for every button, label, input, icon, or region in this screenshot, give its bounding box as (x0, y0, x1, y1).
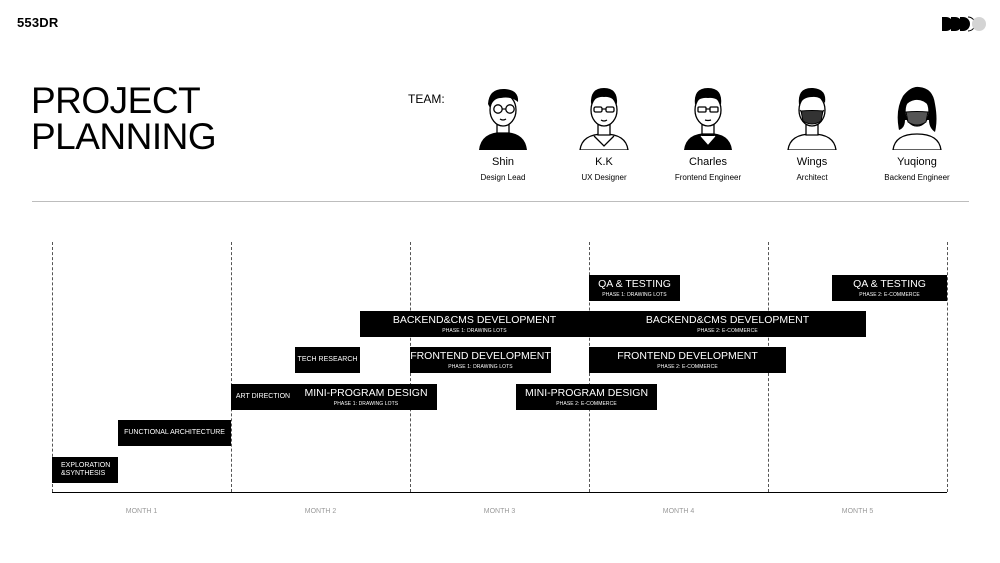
task-title: FRONTEND DEVELOPMENT (410, 349, 551, 362)
task-bar[interactable]: QA & TESTING PHASE 1: DRAWING LOTS (589, 275, 680, 301)
team-member-charles: Charles Frontend Engineer (653, 80, 763, 182)
avatar-shin-icon (479, 88, 527, 150)
member-role: Backend Engineer (884, 173, 950, 182)
task-title: MINI-PROGRAM DESIGN (304, 386, 428, 399)
avatar-wings-icon (787, 87, 837, 150)
brand-logo-icon (942, 16, 986, 32)
task-phase: PHASE 2: E-COMMERCE (657, 364, 718, 371)
timeline-baseline (52, 492, 947, 493)
month-label: MONTH 3 (483, 508, 516, 515)
task-bar[interactable]: FRONTEND DEVELOPMENT PHASE 2: E-COMMERCE (589, 347, 786, 373)
page-title: PROJECT PLANNING (31, 80, 217, 157)
month-label: MONTH 4 (662, 508, 695, 515)
task-phase: PHASE 1: DRAWING LOTS (448, 364, 513, 371)
member-role: Frontend Engineer (674, 173, 742, 182)
month-label: MONTH 5 (841, 508, 874, 515)
avatar-charles-icon (684, 88, 732, 150)
section-divider (32, 201, 969, 202)
member-name: Charles (689, 156, 727, 168)
brand-name: 553DR (17, 15, 59, 30)
month-divider-line (52, 242, 53, 492)
task-title: BACKEND&CMS DEVELOPMENT (392, 313, 557, 326)
task-phase: PHASE 2: E-COMMERCE (697, 328, 758, 335)
month-label: MONTH 1 (125, 508, 158, 515)
task-bar[interactable]: BACKEND&CMS DEVELOPMENT PHASE 2: E-COMMER… (589, 311, 866, 337)
member-name: K.K (595, 156, 613, 168)
task-bar[interactable]: MINI-PROGRAM DESIGN PHASE 2: E-COMMERCE (516, 384, 657, 410)
task-bar[interactable]: QA & TESTING PHASE 2: E-COMMERCE (832, 275, 947, 301)
page-title-line-2: PLANNING (31, 116, 217, 157)
member-name: Shin (491, 156, 515, 168)
month-divider-line (231, 242, 232, 492)
month-divider-line (947, 242, 948, 492)
task-title-line-2: &SYNTHESIS (61, 470, 106, 477)
task-title: FRONTEND DEVELOPMENT (617, 349, 758, 362)
task-bar[interactable]: MINI-PROGRAM DESIGN PHASE 1: DRAWING LOTS (295, 384, 437, 410)
avatar-kk-icon (579, 88, 629, 150)
task-title: ART DIRECTION (235, 392, 291, 400)
task-title: FUNCTIONAL ARCHITECTURE (124, 428, 225, 436)
task-title: QA & TESTING (598, 277, 671, 290)
task-bar[interactable]: TECH RESEARCH (295, 347, 360, 373)
member-name: Yuqiong (897, 156, 937, 168)
page-title-line-1: PROJECT (31, 80, 201, 121)
month-label: MONTH 2 (304, 508, 337, 515)
task-phase: PHASE 2: E-COMMERCE (556, 401, 617, 408)
task-phase: PHASE 1: DRAWING LOTS (442, 328, 507, 335)
task-phase: PHASE 2: E-COMMERCE (859, 292, 920, 299)
task-title: EXPLORATION (61, 461, 111, 469)
team-label: TEAM: (408, 92, 445, 106)
member-role: Architect (796, 173, 828, 182)
team-member-wings: Wings Architect (757, 80, 867, 182)
task-bar[interactable]: EXPLORATION&SYNTHESIS (52, 457, 118, 483)
task-title: TECH RESEARCH (297, 355, 358, 363)
task-title: BACKEND&CMS DEVELOPMENT (645, 313, 810, 326)
team-member-shin: Shin Design Lead (448, 80, 558, 182)
member-name: Wings (796, 156, 828, 168)
member-role: Design Lead (480, 173, 526, 182)
team-member-yuqiong: Yuqiong Backend Engineer (862, 80, 972, 182)
task-title: QA & TESTING (853, 277, 926, 290)
task-bar[interactable]: FUNCTIONAL ARCHITECTURE (118, 420, 231, 446)
avatar-yuqiong-icon (892, 86, 942, 150)
task-phase: PHASE 1: DRAWING LOTS (333, 401, 399, 408)
team-member-kk: K.K UX Designer (549, 80, 659, 182)
member-role: UX Designer (581, 173, 627, 182)
task-title: MINI-PROGRAM DESIGN (524, 386, 649, 399)
task-bar[interactable]: BACKEND&CMS DEVELOPMENT PHASE 1: DRAWING … (360, 311, 589, 337)
task-bar[interactable]: FRONTEND DEVELOPMENT PHASE 1: DRAWING LOT… (410, 347, 551, 373)
task-bar[interactable]: ART DIRECTION (231, 384, 295, 410)
task-phase: PHASE 1: DRAWING LOTS (602, 292, 667, 299)
